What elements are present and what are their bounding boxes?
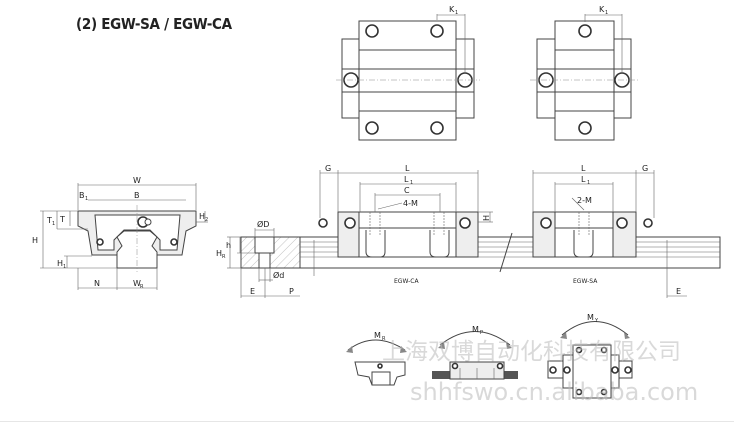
dim-k1-sa-sub: 1 [605,10,608,16]
dim-wr: W [133,279,141,288]
divider [0,421,734,422]
dim-h-small: h [226,241,231,250]
dim-hole-d: Ød [273,270,284,280]
moment-mr: M R [346,331,407,386]
top-view-egw-sa: K 1 [530,5,638,141]
dim-b1-sub: 1 [85,196,88,202]
dim-t1-sub: 1 [52,221,55,227]
moment-my: M Y [547,313,633,399]
dim-k1-ca: K [449,5,455,14]
dim-h2-front-sub: 2 [205,217,208,223]
label-mp: M [472,325,479,334]
moment-mp: M P [432,325,518,380]
dim-l-sa: L [581,164,586,173]
dim-n: N [94,279,100,288]
egw-ca-block [318,211,479,258]
egw-sa-block [532,211,653,258]
dim-bore-d: ØD [257,219,269,229]
dim-l1-ca: L [404,175,409,184]
dim-e-left: E [250,287,255,296]
label-mr: M [374,331,381,340]
rail-section: ØD Ød h H R E P [216,219,302,298]
dim-l1-ca-sub: 1 [410,180,413,186]
drawing-title: (2) EGW-SA / EGW-CA [76,15,232,33]
dim-c: C [404,186,410,195]
front-view: W B B 1 H T 1 T H 1 H 2 N W R [32,176,208,290]
label-my: M [587,313,594,322]
dim-t1: T [46,216,52,225]
label-mr-sub: R [382,336,386,342]
dim-h1: H [57,259,63,268]
dim-wr-sub: R [140,284,144,290]
dim-b1: B [79,191,85,200]
dim-h2-front: H [199,212,205,221]
dim-h: H [32,236,38,245]
watermark-company: 上海双博自动化科技有限公司 [382,339,681,365]
dim-l-ca: L [405,164,410,173]
dim-l1-sa-sub: 1 [587,180,590,186]
dim-w: W [133,176,141,185]
dim-g-ca: G [325,164,331,173]
label-egw-ca: EGW-CA [394,278,419,285]
dim-p: P [289,287,294,296]
watermark-url: shhfswo.cn.alibaba.com [410,378,698,406]
dim-k1-ca-sub: 1 [455,10,458,16]
dim-h1-sub: 1 [63,264,66,270]
dim-t: T [59,215,65,224]
label-mp-sub: P [480,330,483,336]
dim-4m: 4-M [403,199,418,208]
label-my-sub: Y [594,318,599,324]
dim-g-sa: G [642,164,648,173]
dim-l1-sa: L [581,175,586,184]
dim-h2-side: H [482,215,491,221]
dim-hr: H [216,249,222,258]
side-view: G L L 1 C 4-M H L L 1 2-M G E EGW-CA EGW… [299,164,721,298]
dim-hr-sub: R [222,254,226,260]
dim-2m: 2-M [577,196,592,205]
dim-b: B [134,191,140,200]
dim-k1-sa: K [599,5,605,14]
dim-e-right: E [676,287,681,296]
label-egw-sa: EGW-SA [573,278,598,285]
top-view-egw-ca: K 1 [336,5,480,141]
